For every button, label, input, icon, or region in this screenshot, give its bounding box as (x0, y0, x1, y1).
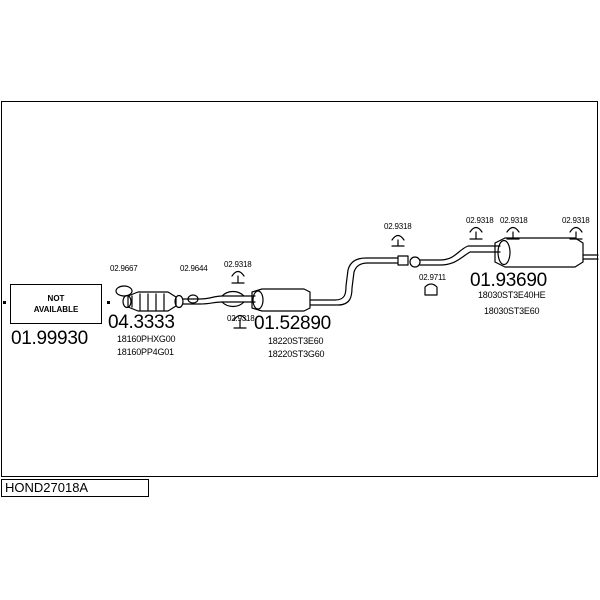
part-number: 18220ST3E60 (268, 336, 324, 346)
diagram-frame (1, 101, 598, 477)
group-number: 01.93690 (470, 270, 547, 291)
rear-pipe (419, 245, 501, 266)
fitting-label: 02.9667 (110, 264, 138, 273)
fitting-02-9644 (187, 294, 199, 304)
fitting-label: 02.9644 (180, 264, 208, 273)
reference-code: HOND27018A (5, 480, 89, 495)
intermediate-pipe (309, 257, 399, 306)
not-available-box: NOT AVAILABLE (10, 284, 102, 324)
fitting-label: 02.9318 (466, 216, 494, 225)
na-line-2: AVAILABLE (33, 305, 79, 314)
catalytic-converter (122, 291, 184, 312)
left-end-marker (3, 301, 6, 304)
middle-silencer (251, 288, 311, 312)
pipe-flange (397, 255, 409, 266)
fitting-02-9667 (115, 285, 133, 297)
fitting-02-9318-c (391, 234, 405, 247)
part-number: 18030ST3E60 (484, 306, 540, 316)
part-number: 18160PHXG00 (117, 334, 176, 344)
fitting-label: 02.9318 (227, 314, 255, 323)
fitting-label: 02.9711 (419, 273, 446, 282)
rear-silencer (494, 237, 599, 268)
group-number: 01.52890 (254, 313, 331, 334)
fitting-label: 02.9318 (562, 216, 590, 225)
group-number: 01.99930 (11, 328, 88, 349)
fitting-02-9711 (424, 283, 438, 296)
part-number: 18030ST3E40HE (478, 290, 546, 300)
fitting-02-9318-e (506, 226, 520, 240)
pipe-bend (221, 290, 245, 308)
group-number: 04.3333 (108, 312, 175, 333)
na-line-1: NOT (47, 294, 65, 303)
fitting-02-9318-b (233, 314, 247, 329)
na-right-marker (107, 301, 110, 304)
part-number: 18160PP4G01 (117, 347, 174, 357)
fitting-label: 02.9318 (384, 222, 412, 231)
fitting-02-9318-d (469, 226, 483, 240)
fitting-label: 02.9318 (500, 216, 528, 225)
rear-clamp (409, 256, 421, 268)
fitting-label: 02.9318 (224, 260, 252, 269)
fitting-02-9318-f (569, 226, 583, 240)
reference-box: HOND27018A (1, 479, 149, 497)
fitting-02-9318-a (231, 270, 245, 284)
part-number: 18220ST3G60 (268, 349, 325, 359)
